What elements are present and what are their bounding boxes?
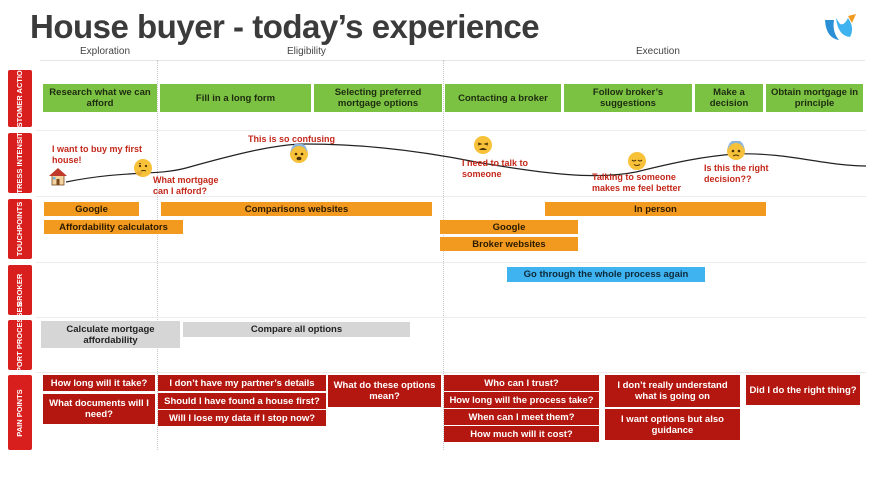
pain-point: What do these options mean? [328,375,441,407]
broker-process: Go through the whole process again [507,267,705,282]
support-compare-options: Compare all options [183,322,410,337]
house-icon [49,168,67,186]
pain-point: What documents will I need? [43,394,155,424]
action-select-options: Selecting preferred mortgage options [314,84,442,112]
stress-label: I need to talk to someone [462,158,529,179]
phase-execution: Execution [636,46,680,57]
pain-point: I want options but also guidance [605,409,740,440]
action-follow-suggestions: Follow broker’s suggestions [564,84,692,112]
touchpoint-broker-websites: Broker websites [440,237,578,251]
logo-icon [825,14,856,40]
lane-separator [36,130,866,131]
fearful-face-icon [290,144,308,163]
touchpoint-google: Google [440,220,578,234]
phase-separator [443,60,444,450]
pain-point: I don’t really understand what is going … [605,375,740,407]
phase-eligibility: Eligibility [287,46,326,57]
lane-touchpoints: TOUCHPOINTS [8,199,32,259]
lane-customer-actions: CUSTOMER ACTIONS [8,59,32,138]
action-make-decision: Make a decision [695,84,763,112]
lane-broker: BROKER [8,265,32,315]
touchpoint-google: Google [44,202,139,216]
lane-separator [36,372,866,373]
stress-label: What mortgage can I afford? [153,175,219,196]
weary-face-icon [474,136,492,154]
page-title: House buyer - today’s experience [30,8,540,45]
pain-point: How long will the process take? [444,392,599,408]
stress-label: I want to buy my first house! [52,144,143,165]
fearful-face-icon [727,141,745,160]
support-calculate-affordability: Calculate mortgage affordability [41,321,180,348]
lane-support-processes: SUPPORT PROCESSES [8,302,32,388]
stress-label: Talking to someone makes me feel better [592,172,682,193]
lane-separator [36,196,866,197]
action-fill-form: Fill in a long form [160,84,311,112]
pain-point: I don’t have my partner’s details [158,375,326,391]
pain-point: How long will it take? [43,375,155,391]
pain-point: How much will it cost? [444,426,599,442]
phase-divider [40,60,865,61]
lane-separator [36,317,866,318]
lane-pain-points: PAIN POINTS [8,375,32,450]
touchpoint-in-person: In person [545,202,766,216]
touchpoint-comparison-websites: Comparisons websites [161,202,432,216]
pain-point: Will I lose my data if I stop now? [158,410,326,426]
action-obtain-mortgage: Obtain mortgage in principle [766,84,863,112]
pain-point: When can I meet them? [444,409,599,425]
phase-separator [157,60,158,450]
stress-label: Is this the right decision?? [704,163,769,184]
lane-separator [36,262,866,263]
relieved-face-icon [628,152,646,170]
pain-point: Did I do the right thing? [746,375,860,405]
thinking-face-icon [134,159,152,177]
action-research: Research what we can afford [43,84,157,112]
lane-stress-intensity: STRESS INTENSITY [8,127,32,199]
phase-exploration: Exploration [80,46,131,57]
pain-point: Who can I trust? [444,375,599,391]
pain-point: Should I have found a house first? [158,393,326,409]
touchpoint-affordability-calculators: Affordability calculators [44,220,183,234]
action-contact-broker: Contacting a broker [445,84,561,112]
stress-label: This is so confusing [248,134,336,144]
